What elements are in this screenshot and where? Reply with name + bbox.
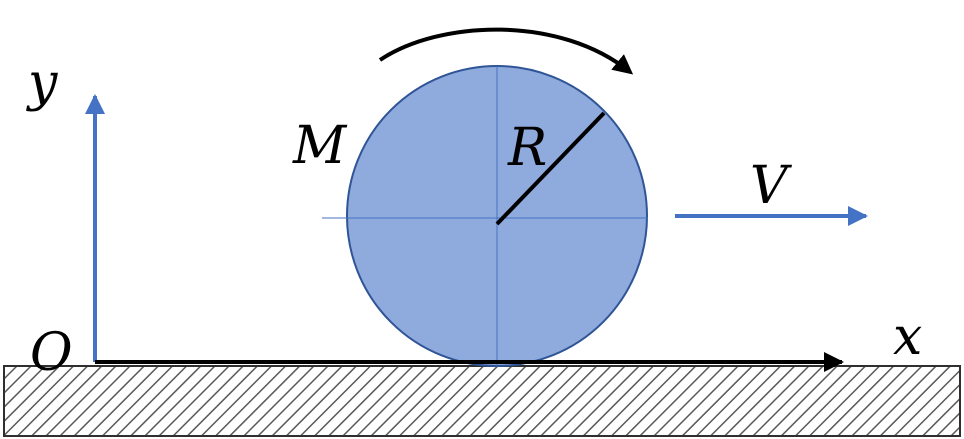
velocity-label: V <box>750 156 792 216</box>
rotation-arrow-icon <box>378 27 634 75</box>
origin-label: O <box>30 323 73 383</box>
ground <box>3 365 961 437</box>
radius-label: R <box>507 118 547 178</box>
mass-label: M <box>292 116 348 176</box>
y-axis-label: y <box>26 53 58 113</box>
radius-line <box>495 111 606 226</box>
x-axis-label: x <box>893 307 922 367</box>
